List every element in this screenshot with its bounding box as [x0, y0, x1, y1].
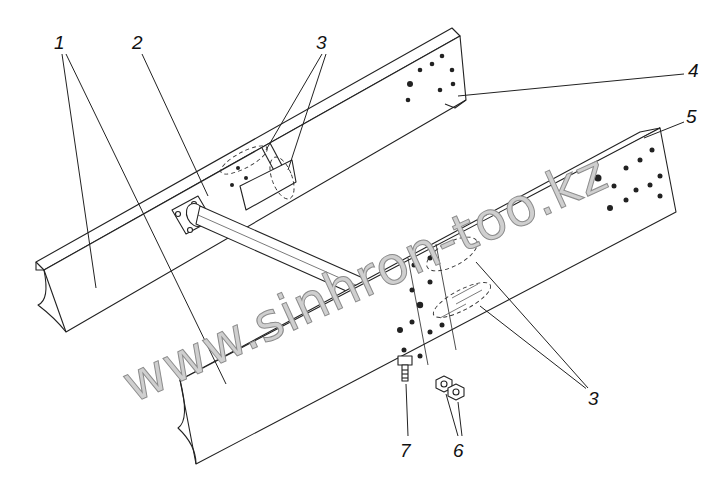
- callout-number: 5: [684, 106, 699, 127]
- callout-number: 4: [686, 60, 701, 81]
- bracket: [240, 160, 296, 210]
- callout-number: 3: [314, 32, 329, 53]
- callout-number: 7: [398, 440, 413, 461]
- callout-number: 3: [586, 388, 601, 409]
- callout-number: 2: [130, 32, 145, 53]
- callout-number: 1: [52, 32, 67, 53]
- nut: [436, 376, 464, 400]
- bolt: [398, 356, 412, 381]
- callout-number: 6: [451, 440, 466, 461]
